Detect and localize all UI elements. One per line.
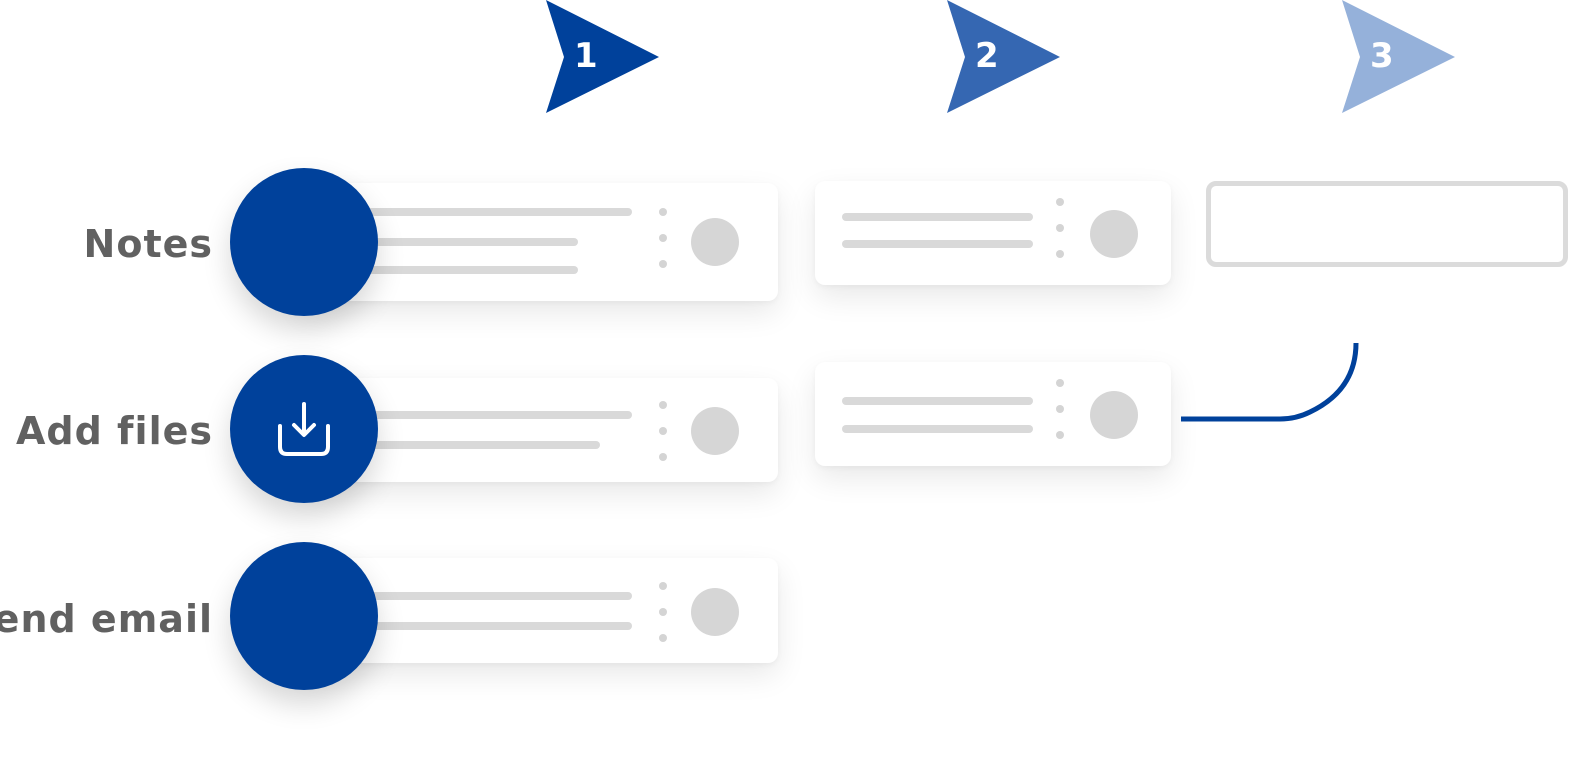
step-2-marker: 2	[947, 0, 1063, 114]
more-dot	[659, 401, 667, 409]
placeholder-line	[360, 622, 632, 630]
placeholder-line	[842, 240, 1033, 248]
avatar	[691, 407, 739, 455]
send-email-card[interactable]	[300, 558, 778, 663]
row-label-notes: Notes	[83, 222, 213, 266]
empty-drop-target-card[interactable]	[1206, 181, 1568, 267]
notes-circle[interactable]	[230, 168, 378, 316]
step-2-card-files[interactable]	[815, 362, 1171, 466]
more-dot	[659, 453, 667, 461]
step-3-marker: 3	[1342, 0, 1458, 114]
add-files-circle[interactable]	[230, 355, 378, 503]
notes-card[interactable]	[300, 183, 778, 301]
placeholder-line	[360, 238, 578, 246]
more-dot	[659, 427, 667, 435]
step-3-number: 3	[1370, 36, 1394, 76]
step-2-arrow-icon	[947, 0, 1060, 113]
more-dot	[659, 582, 667, 590]
more-dot	[659, 260, 667, 268]
more-dot	[1056, 198, 1064, 206]
placeholder-line	[842, 397, 1033, 405]
step-1-number: 1	[574, 36, 598, 76]
more-dot	[1056, 224, 1064, 232]
more-dot	[1056, 431, 1064, 439]
avatar	[691, 588, 739, 636]
placeholder-line	[842, 425, 1033, 433]
download-icon	[278, 402, 330, 456]
send-email-circle[interactable]	[230, 542, 378, 690]
more-dot	[659, 608, 667, 616]
more-dot	[1056, 250, 1064, 258]
add-files-card[interactable]	[300, 378, 778, 482]
step-1-marker: 1	[546, 0, 662, 114]
placeholder-line	[360, 266, 578, 274]
more-dot	[1056, 405, 1064, 413]
avatar	[691, 218, 739, 266]
row-label-send-email: Send email	[0, 597, 213, 641]
avatar	[1090, 391, 1138, 439]
placeholder-line	[842, 213, 1033, 221]
avatar	[1090, 210, 1138, 258]
placeholder-line	[360, 411, 632, 419]
step-2-card-notes[interactable]	[815, 181, 1171, 285]
step-1-arrow-icon	[546, 0, 659, 113]
more-dot	[659, 234, 667, 242]
placeholder-line	[360, 441, 600, 449]
placeholder-line	[360, 592, 632, 600]
more-dot	[1056, 379, 1064, 387]
step-2-number: 2	[975, 36, 999, 76]
more-dot	[659, 634, 667, 642]
row-label-add-files: Add files	[15, 409, 213, 453]
more-dot	[659, 208, 667, 216]
placeholder-line	[360, 208, 632, 216]
step-3-arrow-icon	[1342, 0, 1455, 113]
